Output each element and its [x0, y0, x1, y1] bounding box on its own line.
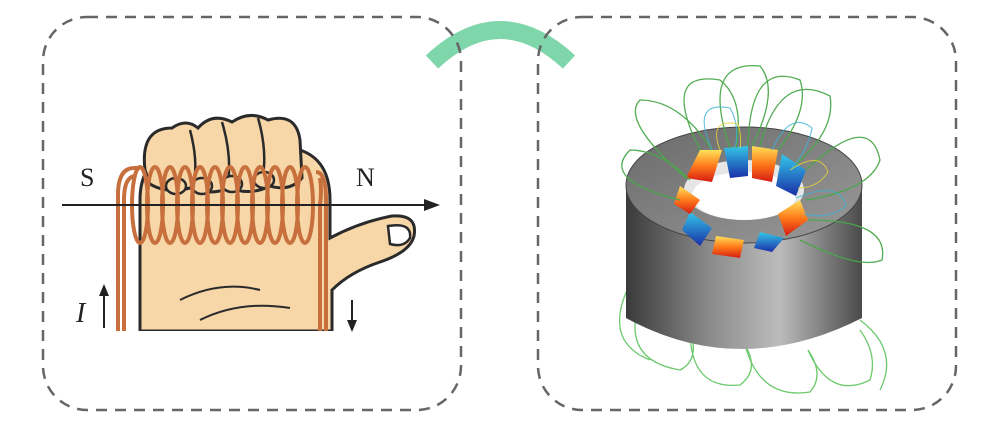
magnet-field-simulation-icon [618, 65, 888, 394]
axis-arrow-icon [424, 199, 440, 211]
right-panel-border [536, 15, 958, 412]
left-panel-border [41, 15, 463, 412]
current-label: I [75, 298, 87, 329]
north-pole-label: N [356, 163, 375, 192]
current-up-arrow-icon [99, 284, 109, 328]
right-panel [536, 15, 958, 412]
south-pole-label: S [80, 163, 94, 192]
magnet-poles [674, 146, 808, 258]
arc-connector-icon [425, 21, 576, 69]
left-panel: S N I [41, 15, 463, 412]
right-hand-grip-rule-icon [116, 114, 417, 331]
current-down-arrow-icon [347, 300, 357, 332]
